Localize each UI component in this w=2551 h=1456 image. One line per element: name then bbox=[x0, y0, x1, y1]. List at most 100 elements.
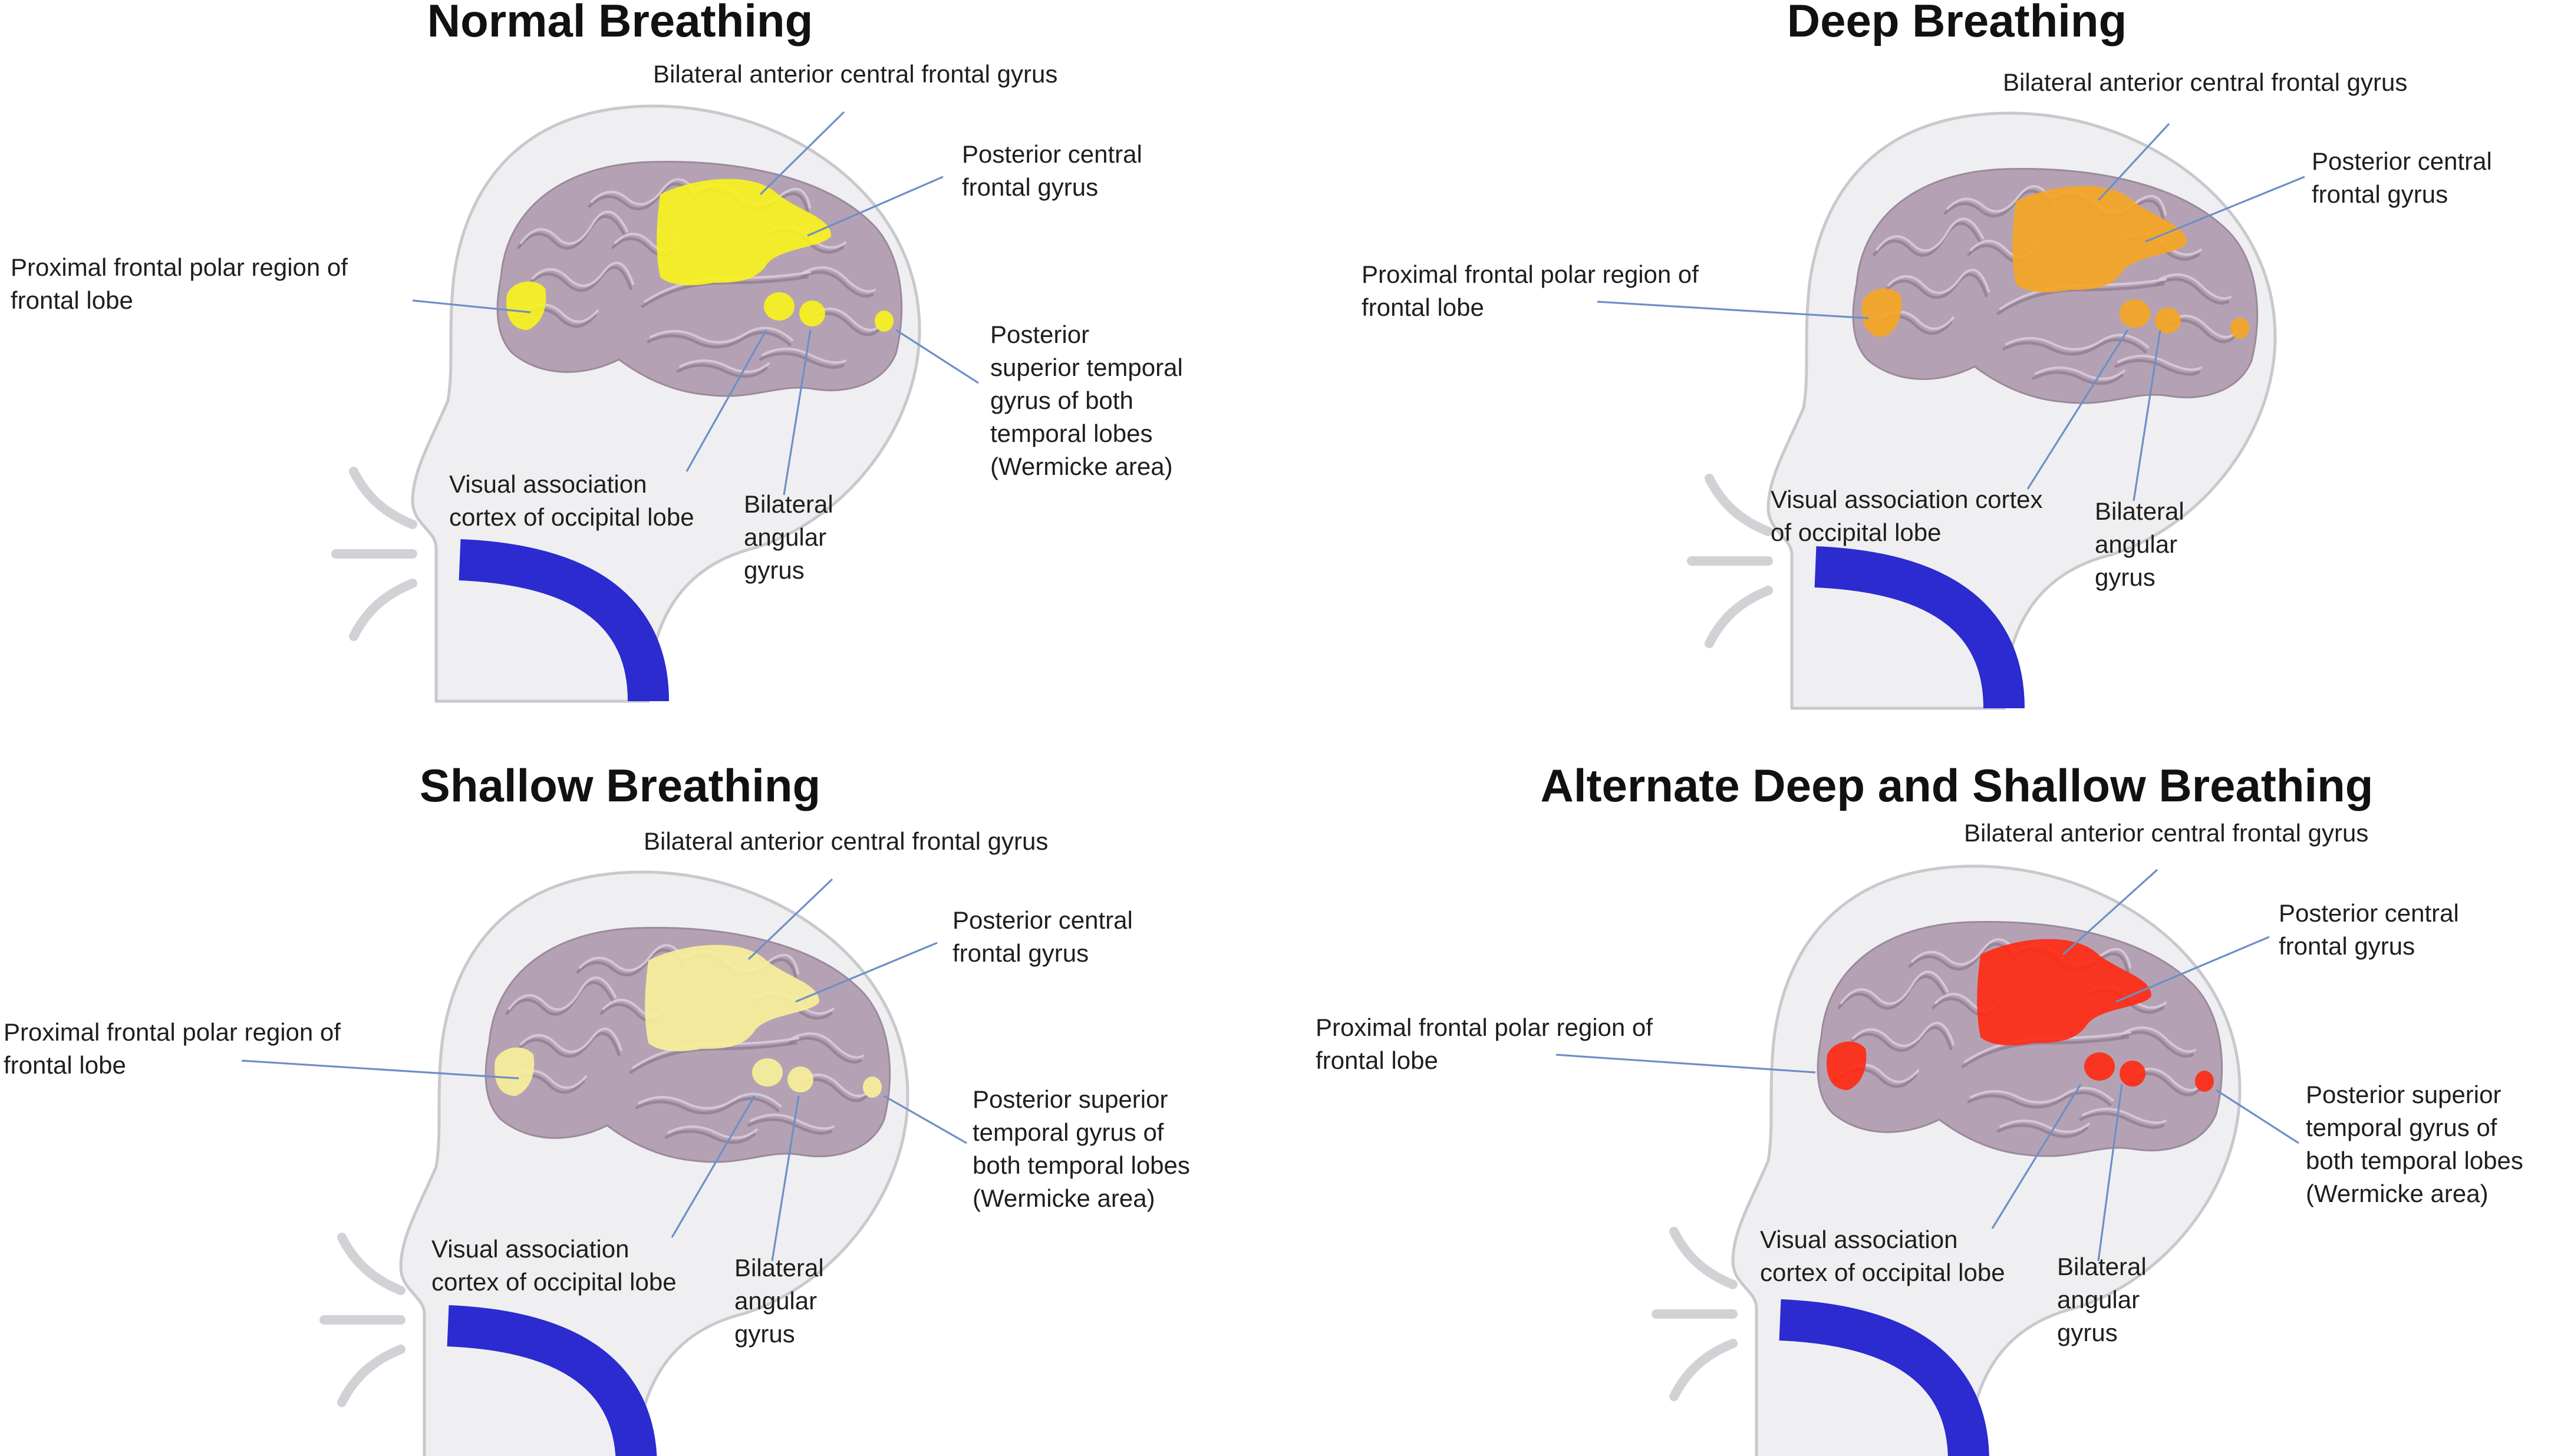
airway-trachea bbox=[459, 539, 669, 702]
brain-fold-highlight bbox=[667, 1125, 758, 1139]
leader-line-temporal bbox=[884, 1095, 967, 1144]
leader-line-posterior_central bbox=[795, 942, 938, 1003]
label-line: Bilateral bbox=[744, 490, 833, 518]
label-anterior: Bilateral anterior central frontal gyrus bbox=[644, 827, 1048, 855]
brain-fold-highlight bbox=[2170, 315, 2237, 338]
label-line: (Wermicke area) bbox=[2306, 1180, 2489, 1207]
breath-line-icon bbox=[1669, 1227, 1738, 1289]
brain-fold-highlight bbox=[532, 262, 634, 287]
brain-fold-highlight bbox=[2123, 1026, 2196, 1053]
brain-fold bbox=[1943, 189, 2053, 217]
brain-fold bbox=[2032, 371, 2124, 385]
brain-fold bbox=[2079, 1112, 2165, 1129]
brain-fold bbox=[800, 270, 874, 298]
label-line: Proximal frontal polar region of bbox=[11, 253, 348, 281]
brain-fold-highlight bbox=[638, 1092, 782, 1110]
label-line: angular bbox=[2057, 1286, 2140, 1313]
label-line: superior temporal bbox=[990, 354, 1183, 381]
label-line: Bilateral anterior central frontal gyrus bbox=[653, 60, 1057, 88]
brain-fold-highlight bbox=[1876, 217, 1984, 252]
label-line: frontal lobe bbox=[4, 1051, 126, 1079]
brain-fold-highlight bbox=[520, 210, 628, 245]
brain-fold-highlight bbox=[2082, 1108, 2167, 1124]
label-line: cortex of occipital lobe bbox=[449, 503, 694, 531]
brain-fold bbox=[1967, 1091, 2112, 1109]
label-line: temporal gyrus of bbox=[973, 1118, 1164, 1146]
label-line: angular bbox=[734, 1287, 817, 1315]
label-line: Bilateral anterior central frontal gyrus bbox=[1964, 819, 2368, 847]
label-line: frontal gyrus bbox=[2279, 932, 2415, 960]
brain-fold bbox=[1908, 942, 2018, 970]
highlight-angular bbox=[2120, 1061, 2145, 1087]
label-angular: Bilateral angular gyrus bbox=[734, 1254, 824, 1348]
label-line: frontal lobe bbox=[1316, 1046, 1438, 1074]
label-line: (Wermicke area) bbox=[990, 453, 1173, 480]
leader-line-angular bbox=[2097, 1084, 2123, 1262]
leader-line-angular bbox=[771, 1095, 800, 1262]
label-line: Posterior central bbox=[962, 140, 1142, 168]
leader-line-frontal_polar bbox=[1597, 301, 1869, 319]
brain-fold bbox=[2114, 359, 2200, 376]
brain-fold bbox=[1996, 282, 2165, 315]
label-line: both temporal lobes bbox=[973, 1151, 1190, 1179]
brain-fold-highlight bbox=[508, 976, 617, 1011]
highlight-frontal-polar bbox=[1827, 1041, 1867, 1090]
brain-fold bbox=[505, 980, 615, 1016]
leader-line-posterior_central bbox=[2115, 936, 2270, 1003]
label-line: frontal gyrus bbox=[2312, 180, 2448, 208]
brain-fold bbox=[1961, 1035, 2130, 1068]
brain-fold-highlight bbox=[650, 326, 793, 344]
label-line: gyrus bbox=[734, 1320, 795, 1348]
label-posterior-central: Posterior central frontal gyrus bbox=[2279, 899, 2459, 960]
brain-fold bbox=[2120, 1031, 2194, 1058]
label-line: Visual association bbox=[431, 1235, 629, 1263]
highlight-anterior-central bbox=[657, 179, 831, 286]
brain-fold-highlight bbox=[2035, 367, 2125, 380]
leader-line-visual bbox=[685, 329, 767, 472]
leader-line-angular bbox=[2133, 329, 2161, 501]
highlight-visual bbox=[2120, 299, 2150, 328]
brain-fold bbox=[1873, 222, 1982, 257]
label-line: Bilateral anterior central frontal gyrus bbox=[644, 827, 1048, 855]
brain-fold-highlight bbox=[591, 178, 699, 206]
brain-fold bbox=[2156, 278, 2230, 305]
brain-fold-highlight bbox=[2158, 273, 2232, 300]
brain-fold-highlight bbox=[1852, 1022, 1955, 1047]
label-line: Bilateral bbox=[2057, 1253, 2147, 1280]
leader-line-visual bbox=[2026, 329, 2129, 490]
leader-line-temporal bbox=[895, 329, 979, 384]
label-line: Bilateral bbox=[734, 1254, 824, 1282]
brain-fold bbox=[664, 1130, 756, 1144]
breath-line-icon bbox=[337, 1233, 406, 1295]
brain-fold-highlight bbox=[1946, 185, 2055, 213]
label-line: Visual association cortex bbox=[1771, 486, 2042, 513]
brain-fold bbox=[641, 275, 809, 308]
highlight-temporal bbox=[875, 311, 894, 332]
leader-line-visual bbox=[671, 1095, 756, 1238]
label-line: Proximal frontal polar region of bbox=[1362, 260, 1699, 288]
brain-fold bbox=[1996, 1124, 2088, 1138]
brain-fold-highlight bbox=[2117, 355, 2202, 371]
highlight-angular bbox=[787, 1067, 813, 1092]
highlight-frontal-polar bbox=[506, 281, 546, 330]
leader-line-posterior_central bbox=[2145, 176, 2305, 243]
brain-fold bbox=[647, 331, 792, 349]
brain-fold-highlight bbox=[2135, 1068, 2202, 1091]
brain-fold-highlight bbox=[1999, 1120, 2090, 1133]
breath-line-icon bbox=[337, 1345, 406, 1407]
brain-fold-highlight bbox=[815, 308, 882, 331]
label-line: Posterior central bbox=[2279, 899, 2459, 927]
brain-fold-highlight bbox=[1887, 269, 1990, 294]
